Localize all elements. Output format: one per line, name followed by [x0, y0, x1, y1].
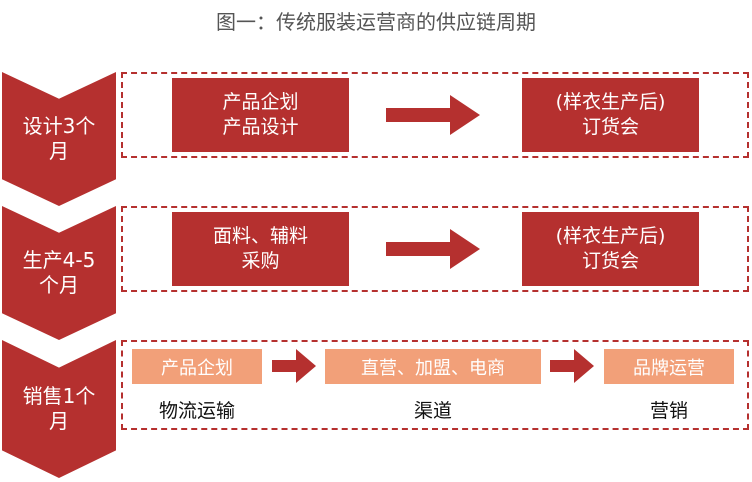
sales-step-caption: 营销 — [649, 400, 688, 422]
sales-step-pill: 产品企划 — [132, 349, 262, 384]
fabric-purchase-block: 面料、辅料 采购 — [172, 212, 349, 286]
stage-design-chevron: 设计3个 月 — [2, 72, 116, 206]
arrow-right-icon — [386, 229, 480, 269]
sales-step-caption: 物流运输 — [158, 400, 235, 422]
order-meeting-block: (样衣生产后) 订货会 — [522, 78, 699, 152]
arrow-right-icon — [386, 95, 480, 135]
product-planning-design-block: 产品企划 产品设计 — [172, 78, 349, 152]
stage-sales-chevron: 销售1个 月 — [2, 340, 116, 478]
sales-step-pill: 品牌运营 — [604, 349, 734, 384]
arrow-right-icon — [272, 349, 316, 383]
sales-step-caption: 渠道 — [413, 400, 452, 422]
diagram-title: 图一：传统服装运营商的供应链周期 — [216, 10, 536, 34]
sales-step-pill: 直营、加盟、电商 — [325, 349, 541, 384]
order-meeting-block: (样衣生产后) 订货会 — [522, 212, 699, 286]
stage-sales-label: 销售1个 月 — [22, 384, 96, 433]
arrow-right-icon — [550, 349, 594, 383]
stage-production-box — [121, 206, 749, 292]
stage-production-label: 生产4-5 个月 — [22, 248, 96, 297]
stage-design-box — [121, 72, 749, 158]
stage-production-chevron: 生产4-5 个月 — [2, 206, 116, 340]
stage-sales-box — [121, 340, 749, 430]
stage-design-label: 设计3个 月 — [22, 114, 96, 163]
